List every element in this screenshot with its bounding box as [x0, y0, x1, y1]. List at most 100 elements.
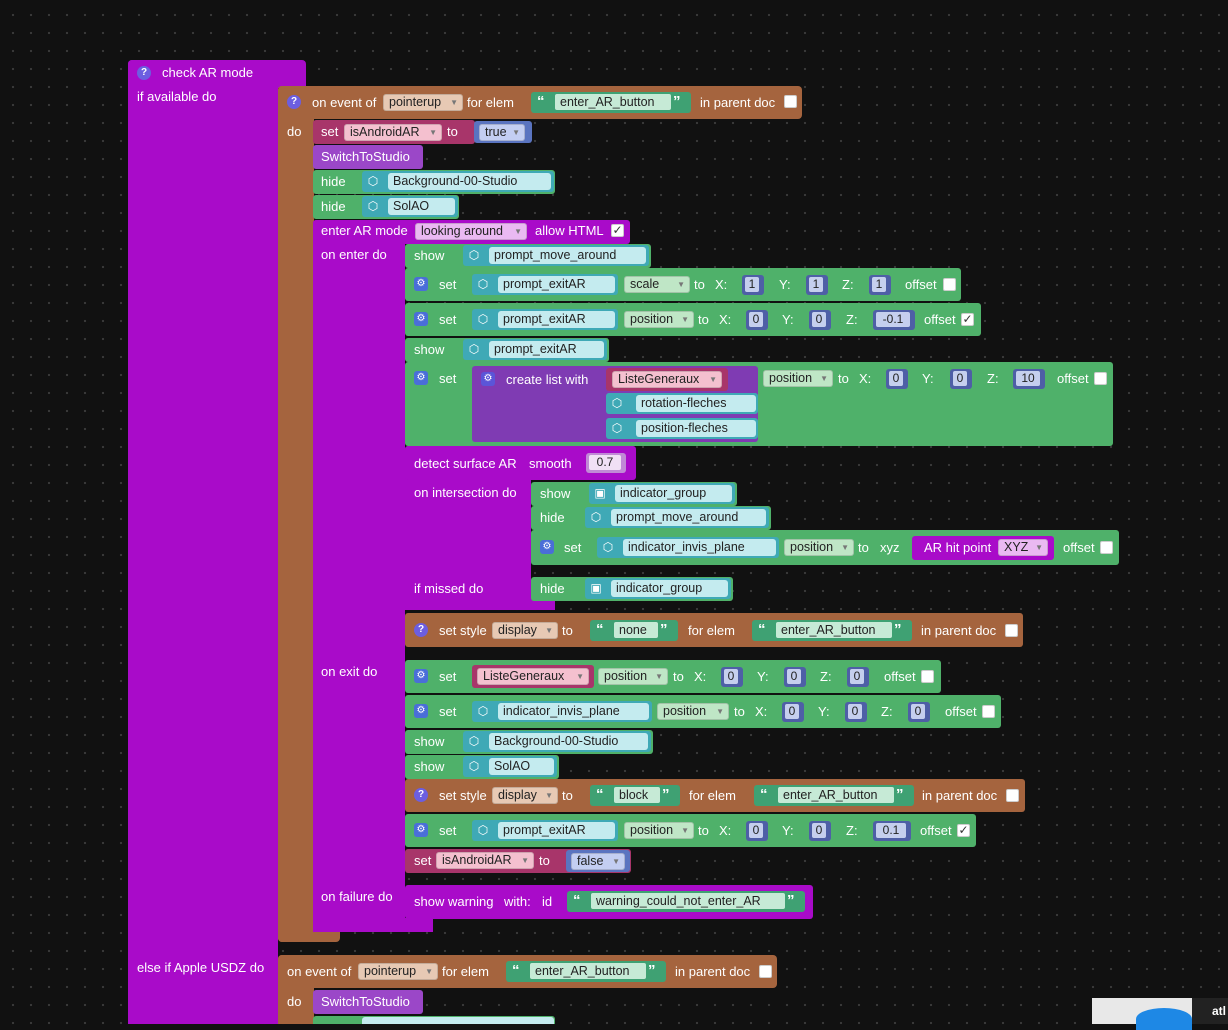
number-input[interactable]: 1 — [806, 275, 828, 295]
style-value-string[interactable]: “none” — [590, 620, 678, 641]
warning-id-string[interactable]: “warning_could_not_enter_AR” — [567, 891, 805, 912]
number-input[interactable]: 0.1 — [873, 821, 911, 841]
gear-icon[interactable]: ⚙ — [414, 277, 428, 291]
property-dropdown[interactable]: scale▼ — [624, 276, 690, 293]
number-input[interactable]: -0.1 — [873, 310, 915, 330]
switch-to-studio-block[interactable] — [313, 145, 423, 169]
offset-checkbox[interactable] — [1100, 541, 1113, 554]
style-property-dropdown[interactable]: display▼ — [492, 787, 558, 804]
boolean-dropdown[interactable]: false▼ — [571, 853, 625, 870]
object-ref[interactable]: ⬡SolAO — [362, 196, 458, 217]
number-input[interactable]: 1 — [742, 275, 764, 295]
object-ref[interactable]: ⬡prompt_exitAR — [463, 339, 607, 360]
variable-dropdown[interactable]: isAndroidAR▼ — [344, 124, 442, 141]
show-label: show — [414, 759, 445, 774]
to-label: to — [562, 623, 573, 638]
allow-html-checkbox[interactable]: ✓ — [611, 223, 624, 237]
help-icon[interactable]: ? — [137, 66, 151, 80]
enter-ar-block[interactable] — [313, 220, 405, 932]
object-ref[interactable]: ⬡Background-00-Studio — [463, 731, 651, 752]
ar-mode-dropdown[interactable]: looking around▼ — [415, 223, 527, 240]
object-ref[interactable]: ⬡prompt_move_around — [585, 507, 769, 528]
number-input[interactable]: 0 — [746, 310, 768, 330]
switch-to-studio-block[interactable] — [313, 990, 423, 1014]
in-parent-doc-checkbox[interactable] — [1006, 789, 1019, 802]
number-input[interactable]: 0 — [847, 667, 869, 687]
number-input[interactable]: 0 — [746, 821, 768, 841]
number-input[interactable]: 0 — [908, 702, 930, 722]
elem-string[interactable]: “enter_AR_button” — [531, 92, 691, 113]
object-ref[interactable]: ⬡prompt_move_around — [463, 245, 649, 266]
show-label: show — [414, 734, 445, 749]
offset-checkbox[interactable] — [921, 670, 934, 683]
gear-icon[interactable]: ⚙ — [414, 371, 428, 385]
xyz-dropdown[interactable]: XYZ▼ — [998, 539, 1048, 556]
number-input[interactable]: 0 — [845, 702, 867, 722]
number-input[interactable]: 0 — [784, 667, 806, 687]
object-ref[interactable]: ⬡rotation-fleches — [606, 393, 758, 414]
property-dropdown[interactable]: position▼ — [657, 703, 729, 720]
gear-icon[interactable]: ⚙ — [414, 312, 428, 326]
check-ar-mode-header[interactable] — [128, 60, 306, 88]
cube-icon: ⬡ — [367, 174, 379, 188]
number-input[interactable]: 0 — [721, 667, 743, 687]
style-property-dropdown[interactable]: display▼ — [492, 622, 558, 639]
number-input[interactable]: 0 — [809, 310, 831, 330]
elem-string[interactable]: “enter_AR_button” — [506, 961, 666, 982]
style-value-string[interactable]: “block” — [590, 785, 680, 806]
object-ref[interactable]: ⬡prompt_exitAR — [472, 309, 618, 330]
object-ref[interactable]: ⬡prompt_exitAR — [472, 274, 618, 295]
offset-checkbox[interactable]: ✓ — [961, 312, 974, 326]
variable-dropdown[interactable]: ListeGeneraux▼ — [477, 668, 589, 685]
gear-icon[interactable]: ⚙ — [414, 669, 428, 683]
else-apple-label: else if Apple USDZ do — [137, 960, 265, 975]
object-ref[interactable]: ⬡position-fleches — [606, 418, 758, 439]
gear-icon[interactable]: ⚙ — [414, 823, 428, 837]
in-parent-doc-checkbox[interactable] — [759, 965, 772, 978]
number-input[interactable]: 0 — [809, 821, 831, 841]
number-input[interactable]: 10 — [1013, 369, 1045, 389]
z-label: Z: — [846, 823, 858, 838]
gear-icon[interactable]: ⚙ — [481, 372, 495, 386]
corner-tab[interactable]: atl — [1192, 998, 1228, 1024]
if-missed-label: if missed do — [414, 581, 484, 596]
number-input[interactable]: 0 — [782, 702, 804, 722]
object-ref[interactable]: ▣indicator_group — [589, 483, 735, 504]
property-dropdown[interactable]: position▼ — [763, 370, 833, 387]
property-dropdown[interactable]: position▼ — [624, 822, 694, 839]
offset-checkbox[interactable] — [1094, 372, 1107, 385]
offset-checkbox[interactable] — [943, 278, 956, 291]
object-ref[interactable]: ⬡indicator_invis_plane — [597, 537, 779, 558]
check-ar-mode-block[interactable] — [128, 60, 278, 1024]
property-dropdown[interactable]: position▼ — [598, 668, 668, 685]
variable-dropdown[interactable]: ListeGeneraux▼ — [612, 371, 722, 388]
property-dropdown[interactable]: position▼ — [624, 311, 694, 328]
number-input[interactable]: 1 — [869, 275, 891, 295]
object-ref[interactable]: ⬡prompt_exitAR — [472, 820, 618, 841]
help-icon[interactable]: ? — [414, 623, 428, 637]
elem-string[interactable]: “enter_AR_button” — [752, 620, 912, 641]
offset-checkbox[interactable]: ✓ — [957, 823, 970, 837]
help-icon[interactable]: ? — [287, 95, 301, 109]
object-ref[interactable]: ⬡indicator_invis_plane — [472, 701, 652, 722]
event-type-dropdown[interactable]: pointerup▼ — [358, 963, 438, 980]
number-input[interactable]: 0.7 — [586, 453, 626, 473]
number-input[interactable]: 0 — [950, 369, 972, 389]
offset-checkbox[interactable] — [982, 705, 995, 718]
gear-icon[interactable]: ⚙ — [540, 540, 554, 554]
object-ref[interactable] — [362, 1017, 554, 1024]
in-parent-doc-checkbox[interactable] — [784, 95, 797, 108]
help-icon[interactable]: ? — [414, 788, 428, 802]
object-ref[interactable]: ▣indicator_group — [585, 578, 731, 599]
event-block[interactable] — [278, 86, 314, 942]
gear-icon[interactable]: ⚙ — [414, 704, 428, 718]
in-parent-doc-checkbox[interactable] — [1005, 624, 1018, 637]
object-ref[interactable]: ⬡SolAO — [463, 756, 557, 777]
boolean-dropdown[interactable]: true▼ — [479, 124, 525, 141]
number-input[interactable]: 0 — [886, 369, 908, 389]
event-type-dropdown[interactable]: pointerup▼ — [383, 94, 463, 111]
object-ref[interactable]: ⬡Background-00-Studio — [362, 171, 554, 192]
property-dropdown[interactable]: position▼ — [784, 539, 854, 556]
elem-string[interactable]: “enter_AR_button” — [754, 785, 914, 806]
variable-dropdown[interactable]: isAndroidAR▼ — [436, 852, 534, 869]
